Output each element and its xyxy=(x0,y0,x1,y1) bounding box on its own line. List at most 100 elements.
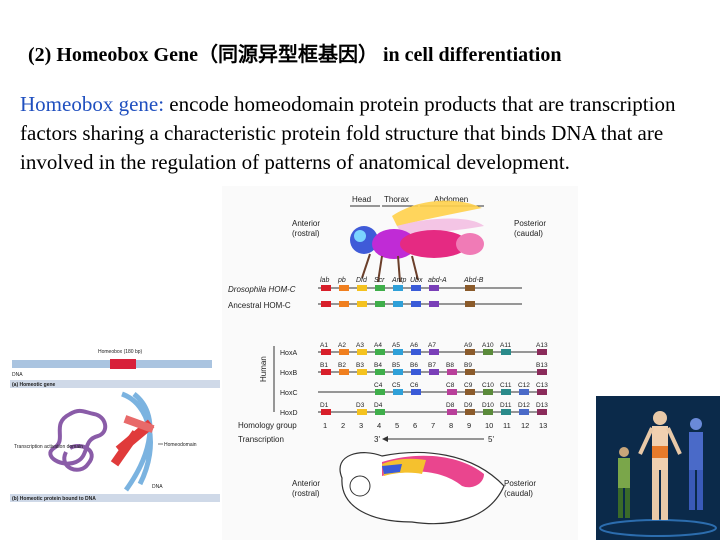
hox-row-label: HoxB xyxy=(280,370,297,377)
hox-gene-label: A4 xyxy=(374,342,382,349)
drosophila-gene-box xyxy=(429,285,439,291)
hox-gene-box xyxy=(339,349,349,355)
hox-gene-label: B1 xyxy=(320,362,328,369)
hox-gene-box xyxy=(375,349,385,355)
label-three-prime: 3' xyxy=(374,435,380,444)
protein-dna-model xyxy=(48,391,155,492)
hox-gene-label: B13 xyxy=(536,362,548,369)
label-thorax: Thorax xyxy=(384,195,409,204)
hox-row-label: HoxC xyxy=(280,390,298,397)
hox-gene-box xyxy=(483,389,493,395)
hox-gene-box xyxy=(357,409,367,415)
drosophila-gene-label: Abd-B xyxy=(463,277,484,284)
hox-row-label: HoxA xyxy=(280,350,297,357)
drosophila-gene-box xyxy=(357,285,367,291)
label-anterior-top-sub: (rostral) xyxy=(292,229,320,238)
drosophila-gene-box xyxy=(393,285,403,291)
caption-b-bar xyxy=(10,494,220,502)
homology-number: 9 xyxy=(467,421,471,430)
hox-gene-label: A3 xyxy=(356,342,364,349)
hox-gene-box xyxy=(537,349,547,355)
label-posterior-top: Posterior xyxy=(514,219,546,228)
drosophila-gene-box xyxy=(375,285,385,291)
hox-gene-label: B8 xyxy=(446,362,454,369)
hox-gene-box xyxy=(357,369,367,375)
label-homology-group: Homology group xyxy=(238,421,297,430)
ancestral-gene-box xyxy=(429,301,439,307)
hox-gene-box xyxy=(447,369,457,375)
label-drosophila-homc: Drosophila HOM-C xyxy=(228,285,296,294)
hox-gene-box xyxy=(375,369,385,375)
hox-gene-label: A9 xyxy=(464,342,472,349)
hox-gene-label: B9 xyxy=(464,362,472,369)
label-anterior-top: Anterior xyxy=(292,219,320,228)
hox-gene-box xyxy=(465,389,475,395)
label-transcription-activation-domain: Transcription activation domain xyxy=(14,444,83,450)
hox-row-label: HoxD xyxy=(280,410,298,417)
hox-gene-box xyxy=(393,369,403,375)
hox-gene-label: C10 xyxy=(482,382,494,389)
hox-gene-box xyxy=(411,369,421,375)
hox-gene-label: D11 xyxy=(500,402,512,409)
ancestral-gene-box xyxy=(339,301,349,307)
hox-gene-box xyxy=(501,389,511,395)
hox-gene-label: C12 xyxy=(518,382,530,389)
label-dna: DNA xyxy=(12,372,23,378)
hox-gene-box xyxy=(411,389,421,395)
drosophila-gene-label: Dfd xyxy=(356,277,368,284)
homology-number: 3 xyxy=(359,421,363,430)
hox-gene-box xyxy=(519,409,529,415)
ancestral-gene-box xyxy=(375,301,385,307)
homology-number: 2 xyxy=(341,421,345,430)
caption-b: (b) Homeotic protein bound to DNA xyxy=(12,496,96,502)
homology-number: 6 xyxy=(413,421,417,430)
hox-gene-label: C11 xyxy=(500,382,512,389)
hox-gene-label: A1 xyxy=(320,342,328,349)
hox-gene-box xyxy=(537,369,547,375)
drosophila-gene-label: Scr xyxy=(374,277,385,284)
hox-gene-box xyxy=(465,369,475,375)
homology-number: 1 xyxy=(323,421,327,430)
hox-gene-box xyxy=(321,349,331,355)
label-transcription: Transcription xyxy=(238,435,284,444)
hox-gene-label: C5 xyxy=(392,382,401,389)
definition-text: encode homeodomain protein products that… xyxy=(20,92,676,174)
human-figure-right xyxy=(689,418,703,510)
drosophila-gene-label: Antp xyxy=(391,277,407,284)
hox-gene-label: B2 xyxy=(338,362,346,369)
term-homeobox-gene: Homeobox gene: xyxy=(20,92,165,116)
label-posterior-bottom: Posterior xyxy=(504,479,536,488)
hox-gene-box xyxy=(321,369,331,375)
homology-number: 7 xyxy=(431,421,435,430)
hox-gene-label: A6 xyxy=(410,342,418,349)
fruit-fly-illustration xyxy=(350,200,484,283)
hox-gene-label: A11 xyxy=(500,342,511,349)
hox-gene-label: A7 xyxy=(428,342,436,349)
label-head: Head xyxy=(352,195,371,204)
hox-gene-label: A10 xyxy=(482,342,494,349)
label-ancestral-homc: Ancestral HOM-C xyxy=(228,301,291,310)
slide-title: (2) Homeobox Gene（同源异型框基因） in cell diffe… xyxy=(28,44,562,66)
ancestral-gene-box xyxy=(357,301,367,307)
caption-a-bar xyxy=(10,380,220,388)
hox-gene-label: D13 xyxy=(536,402,548,409)
hox-gene-box xyxy=(429,369,439,375)
hox-gene-box xyxy=(429,349,439,355)
label-dna-bottom: DNA xyxy=(152,484,163,490)
label-five-prime: 5' xyxy=(488,435,494,444)
hox-gene-box xyxy=(447,409,457,415)
drosophila-gene-label: Ubx xyxy=(410,277,423,284)
hox-gene-box xyxy=(411,349,421,355)
homology-number: 12 xyxy=(521,421,529,430)
drosophila-gene-box xyxy=(465,285,475,291)
hox-gene-label: C8 xyxy=(446,382,455,389)
hox-gene-label: D12 xyxy=(518,402,530,409)
gene-figure-background xyxy=(10,344,220,512)
label-posterior-top-sub: (caudal) xyxy=(514,229,543,238)
human-figure-center xyxy=(638,411,682,520)
label-homeobox: Homeobox (180 bp) xyxy=(98,349,143,355)
drosophila-gene-label: lab xyxy=(320,277,329,284)
hox-gene-label: C4 xyxy=(374,382,383,389)
